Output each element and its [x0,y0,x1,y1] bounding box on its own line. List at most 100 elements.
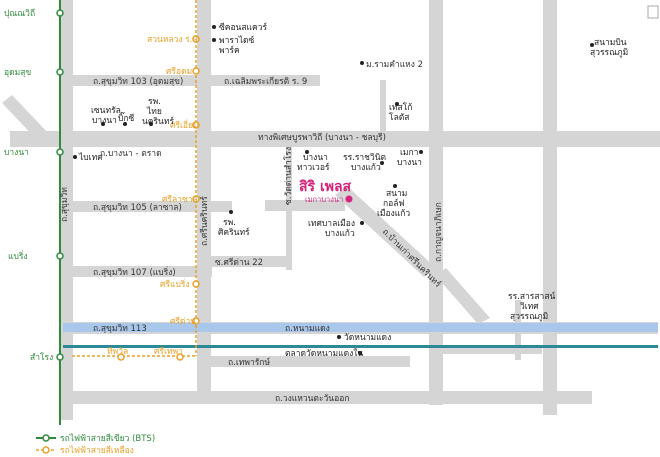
road-label: ม.รามคำแหง 2 [366,60,423,70]
yellow-station-label: ศรีแบริ่ง [160,278,190,290]
road-label: ถ.สุขุมวิท [60,187,70,222]
poi-dot [419,150,423,154]
road-label: ถ.วงแหวนตะวันออก [275,394,349,404]
road-label: ซ.ศรีด่าน 22 [215,257,263,268]
road-label: ถ.สุขุมวิท 103 (อุดมสุข) [93,77,183,87]
poi-label: ตลาดวัดหนามแดงใน [285,348,363,359]
poi-label-line: เทสโก้ [389,102,412,113]
poi-dot [149,122,153,126]
poi-dot [101,122,105,126]
poi-label-line: รพ. [223,218,236,228]
road-connector-3 [442,346,542,354]
yellow-station-marker [192,280,200,288]
poi-label-line: เมืองแก้ว [377,208,410,219]
teal-line [63,345,658,348]
poi-label-line: บางนา [92,116,117,126]
road-chaloem [210,75,320,86]
poi-label-line: สนามบิน [594,38,627,48]
road-diagonal-right [436,268,490,324]
road-label: ทางพิเศษบูรพาวิถี (บางนา - ชลบุรี) [258,132,386,143]
yellow-station-label: ศรีเอี่ยม [170,119,199,131]
road-network [2,0,660,420]
road-right-vertical [543,0,557,415]
poi-label: ไบเทค [78,152,103,163]
poi-label: รร.สารสาสน์วิเทศสุวรรณภูมิ [508,291,556,322]
poi-label: เซนทรัลบางนา [91,106,121,126]
poi-label: เมกาบางนา [397,148,422,168]
yellow-station-marker [192,67,200,75]
road-label: ถ.กาญจนาภิเษก [434,202,444,262]
poi-label-line: เซนทรัล [91,106,121,116]
road-thepharak [210,356,410,367]
poi-dot [590,43,594,47]
poi-label-line: กอล์ฟ [383,198,404,209]
poi-dot [212,38,216,42]
yellow-station-label: ศรีเทพา [154,346,183,357]
legend: รถไฟฟ้าสายสีเขียว (BTS) รถไฟฟ้าสายสีเหลื… [36,433,155,456]
road-sukhumvit-107 [72,266,212,277]
poi-label-line: สุวรรณภูมิ [590,48,628,58]
poi-dot [229,210,233,214]
poi-label-line: บางนา [303,153,328,163]
poi-label: เทศบาลเมืองบางแก้ว [308,218,355,239]
road-sridan-22 [210,256,290,267]
yellow-station-marker [192,317,200,325]
road-srinakarin-vertical [197,0,211,400]
blue-corridor [63,323,658,332]
bts-station-marker [56,148,64,156]
road-label: ถ.ศรีนครินทร์ [199,196,210,246]
corner-icon[interactable] [647,5,659,19]
legend-bts-label: รถไฟฟ้าสายสีเขียว (BTS) [60,433,155,444]
poi-label-line: บางแก้ว [351,162,381,173]
road-label: ถ.สุขุมวิท 105 (ลาซาล) [93,203,182,213]
poi-label-line: รร.สารสาสน์ [508,291,556,302]
road-sukhumvit-vertical [59,0,73,420]
poi-label: วัดหนามแดง [344,333,391,343]
project-subtitle: เมกาบางนา [305,195,343,204]
poi-label: พาราไดซ์พาร์ค [219,35,255,56]
yellow-station-label: ทิพวัล [107,347,128,357]
yellow-station-marker [192,195,200,203]
poi-label-line: นครินทร์ [142,116,174,127]
road-label: ถ.สุขุมวิท 107 (แบริ่ง) [93,266,176,278]
project-marker[interactable]: สิริ เพลส เมกาบางนา [299,179,353,204]
legend-bts-marker [42,434,50,442]
poi-dot [360,61,364,65]
yellow-station-marker [176,353,184,361]
bts-station-markers [56,9,64,361]
poi-label-line: เทศบาลเมือง [308,218,355,229]
poi-label-line: สนาม [386,189,407,199]
road-label: ถ.บางนา - ตราด [100,149,162,159]
poi-markers [73,25,594,355]
road-diagonal-bangkaeo [335,186,436,277]
yellow-station-marker [192,35,200,43]
poi-dot [395,102,399,106]
poi-label: บางนาทาวเวอร์ [297,153,330,173]
poi-dot [305,150,309,154]
road-ramkhamhaeng [380,80,386,132]
poi-label: ซีคอนสแควร์ [219,22,267,33]
road-label: ถ.เฉลิมพระเกียรติ ร. 9 [224,76,307,87]
poi-label-line: ไทย [146,106,162,117]
poi-label-line: ทาวเวอร์ [297,162,330,173]
bts-station-label: สำโรง [30,352,53,363]
poi-label-line: บางนา [397,158,422,168]
poi-label-line: รพ. [148,97,161,107]
road-connector [265,200,345,211]
poi-label: บิ๊กซี [118,111,135,124]
poi-label-line: วิเทศ [520,302,540,312]
project-pin-icon [345,195,353,203]
bts-station-marker [56,68,64,76]
poi-dot [212,25,216,29]
yellow-station-markers [117,35,200,361]
yellow-station-label: ศรีอุดม [166,66,192,77]
bts-station-label: ปุณณวิถี [4,8,35,19]
poi-label: สนามบินสุวรรณภูมิ [590,38,628,58]
road-diagonal-left [2,95,50,143]
yellow-station-marker [192,121,200,129]
road-label: ถ.หนามแดง [285,324,330,334]
poi-label-line: สุวรรณภูมิ [510,312,548,322]
poi-label-line: โลตัส [389,112,410,123]
poi-label: รพ.ศิครินทร์ [218,218,250,238]
poi-dot [73,155,77,159]
